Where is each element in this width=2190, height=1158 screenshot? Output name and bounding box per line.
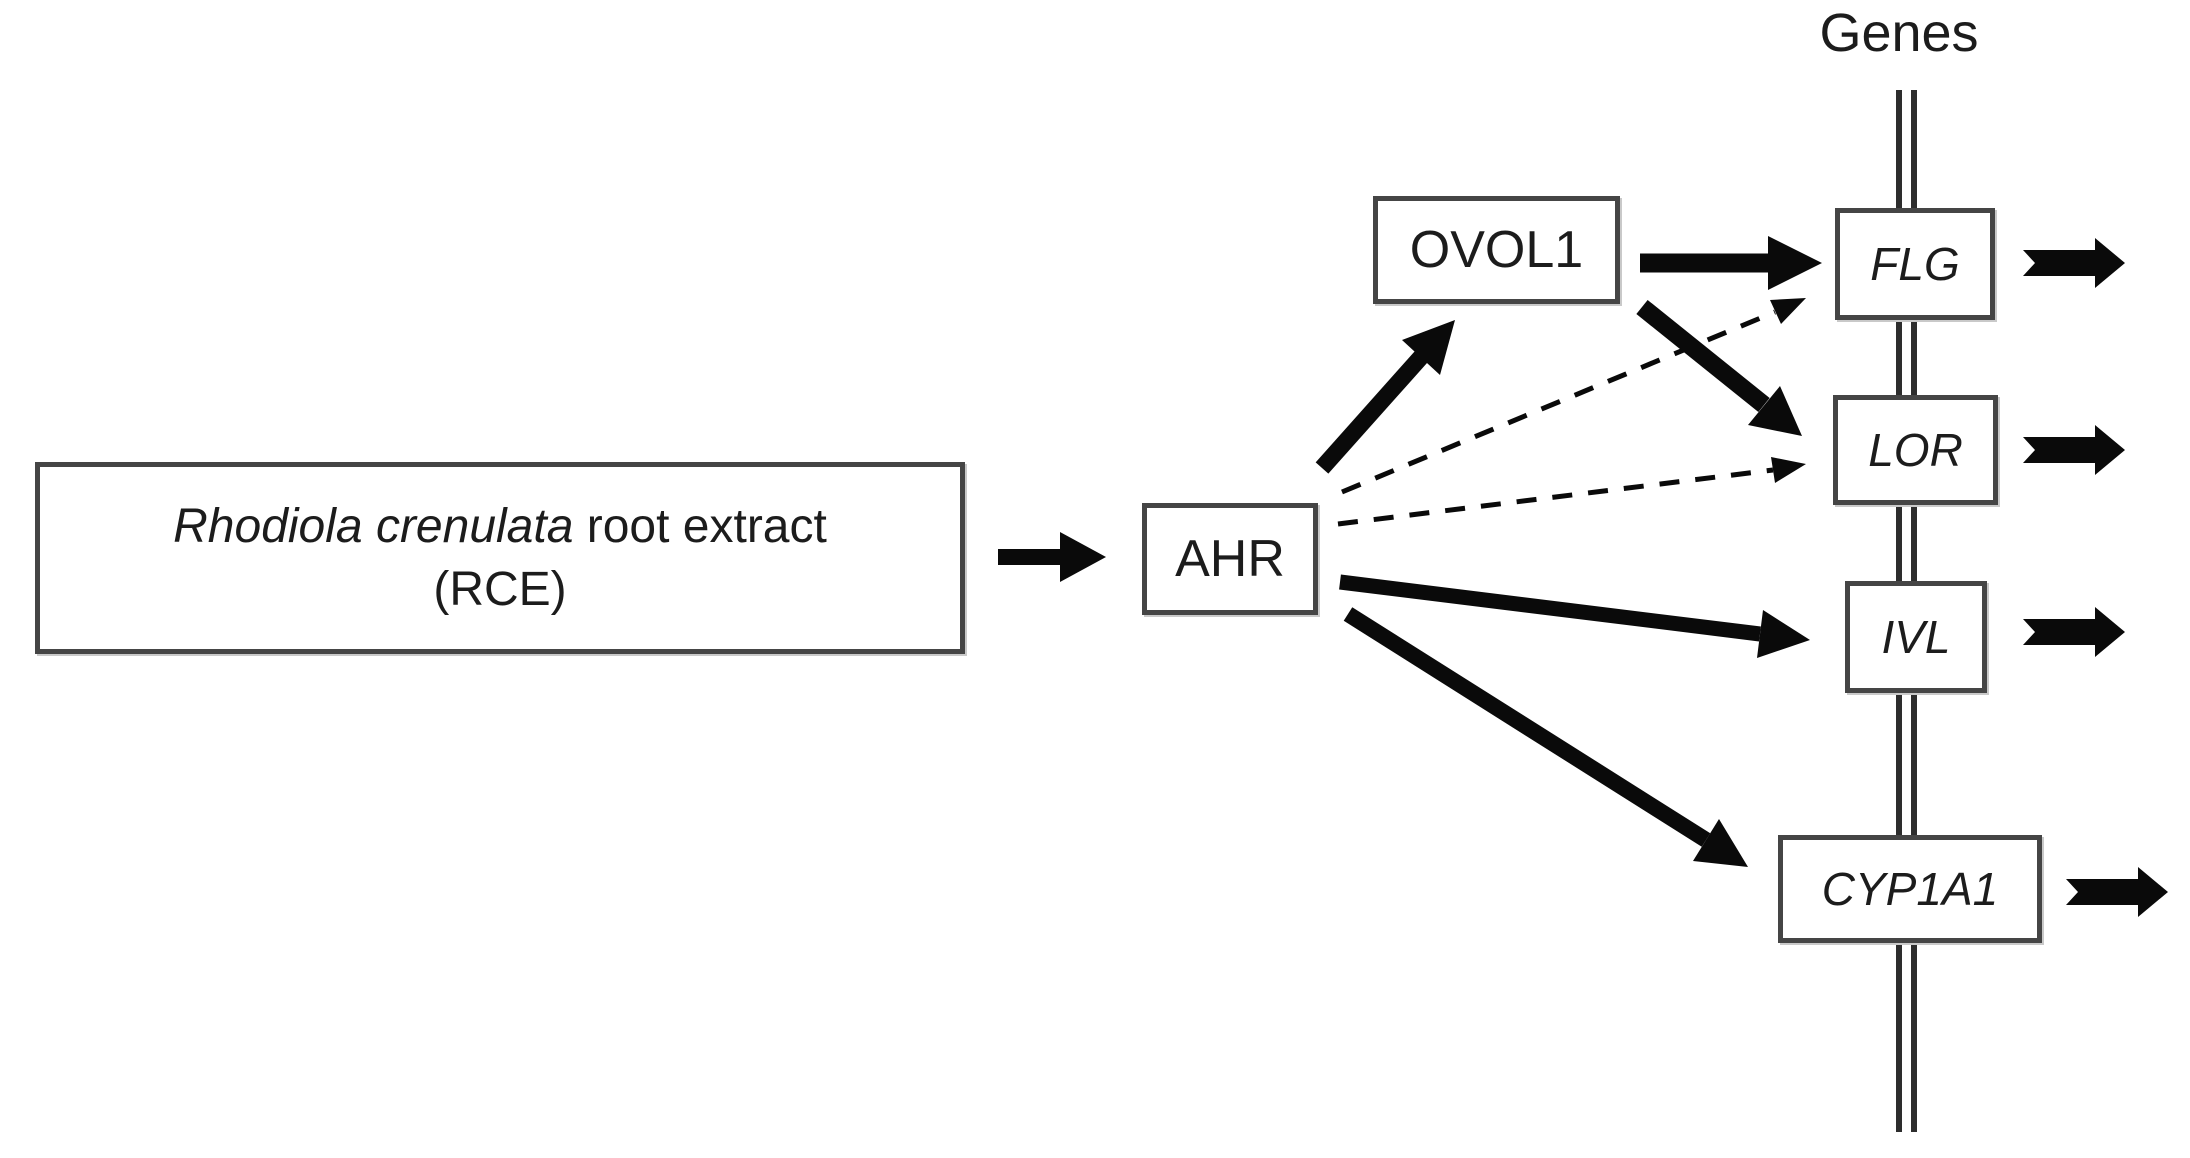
edge-cyp1a1-output-arrow — [2066, 867, 2168, 917]
edge-ahr-ivl-arrowhead — [1757, 610, 1810, 658]
genes-title: Genes — [1819, 3, 1979, 63]
node-flg-label: FLG — [1870, 238, 1960, 290]
edge-ahr-ovol1-arrowhead — [1402, 320, 1455, 375]
edge-ahr-flg-dashed-line — [1341, 309, 1776, 495]
edge-ahr-ovol1-line — [1315, 351, 1428, 474]
node-lor-label: LOR — [1868, 424, 1963, 476]
edge-ivl-output-arrow — [2023, 607, 2125, 657]
node-ivl-label: IVL — [1881, 611, 1951, 663]
edge-flg-output-arrow — [2023, 238, 2125, 288]
edge-ahr-flg-arrowhead — [1770, 298, 1806, 324]
edge-lor-output-arrow — [2023, 425, 2125, 475]
node-cyp1a1-label: CYP1A1 — [1821, 863, 1999, 915]
rce-abbreviation: (RCE) — [433, 563, 567, 616]
edge-ahr-lor-dashed-line — [1337, 467, 1774, 527]
node-gene-flg: FLG — [1835, 208, 1995, 320]
edge-ovol1-lor-line — [1636, 299, 1770, 413]
rce-species-name: Rhodiola crenulata — [173, 499, 574, 553]
edge-ahr-lor-arrowhead — [1771, 457, 1806, 483]
edge-ahr-cyp1a1-arrowhead — [1693, 819, 1748, 867]
node-ahr: AHR — [1142, 503, 1318, 615]
edge-ovol1-flg-arrowhead — [1768, 236, 1822, 290]
rce-label-regular: root extract — [573, 499, 827, 553]
node-gene-ivl: IVL — [1845, 581, 1987, 693]
node-gene-lor: LOR — [1833, 395, 1998, 505]
node-gene-cyp1a1: CYP1A1 — [1778, 835, 2042, 943]
edge-rce-ahr-arrowhead — [1060, 532, 1106, 582]
node-rce: Rhodiola crenulata root extract (RCE) — [35, 462, 965, 654]
edge-ahr-ivl-line — [1339, 574, 1761, 642]
node-ovol1-label: OVOL1 — [1409, 221, 1584, 279]
edge-ovol1-lor-arrowhead — [1748, 386, 1802, 436]
node-ahr-label: AHR — [1175, 530, 1285, 588]
node-rce-label: Rhodiola crenulata root extract (RCE) — [173, 495, 827, 622]
edge-ahr-cyp1a1-line — [1343, 607, 1711, 847]
node-ovol1: OVOL1 — [1373, 196, 1620, 304]
